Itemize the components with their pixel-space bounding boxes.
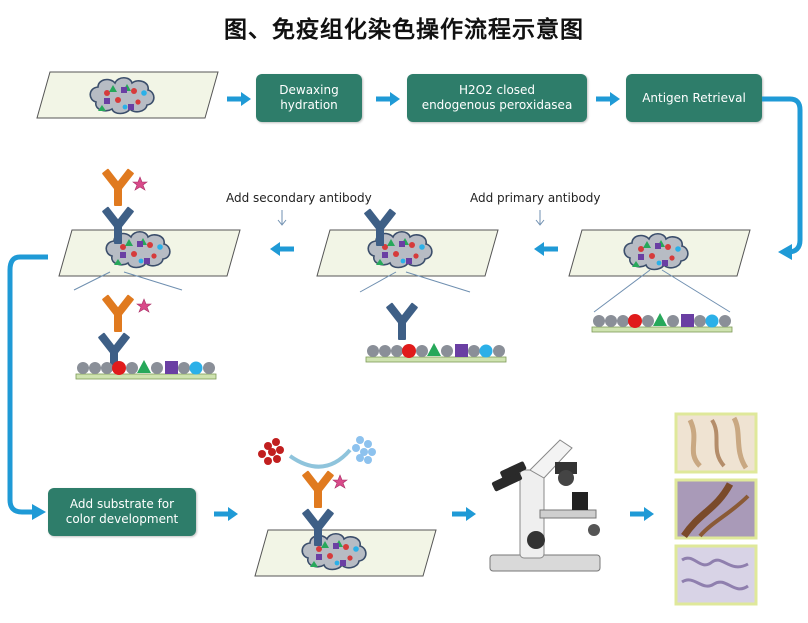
microscope-icon — [489, 439, 601, 572]
tissue-cloud-icon — [301, 532, 367, 571]
arrow-right-icon — [596, 92, 620, 106]
down-arrow-icon — [277, 210, 287, 226]
tissue-slide-antigen — [568, 229, 751, 333]
label-primary-antibody: Add primary antibody — [470, 191, 601, 205]
tissue-slide-1 — [36, 71, 219, 119]
arrow-left-icon — [534, 242, 558, 256]
chromogen-cluster-icon — [258, 438, 284, 465]
step-antigen-label: Antigen Retrieval — [642, 90, 746, 105]
primary-antibody-icon — [385, 302, 419, 340]
result-image-3 — [674, 544, 758, 606]
step-h2o2-line2: endogenous peroxidasea — [421, 98, 573, 112]
step-substrate-line2: color development — [65, 512, 179, 526]
enzyme-star-icon — [136, 298, 152, 313]
step-h2o2-line1: H2O2 closed — [458, 83, 536, 97]
substrate-cluster-icon — [352, 436, 376, 464]
page-title: 图、免疫组化染色操作流程示意图 — [224, 16, 584, 43]
step-dewaxing-line1: Dewaxing — [279, 83, 339, 97]
tissue-cloud-icon — [623, 232, 689, 271]
secondary-antibody-icon — [301, 470, 335, 508]
secondary-antibody-icon — [101, 168, 135, 206]
step-h2o2-box: H2O2 closed endogenous peroxidasea — [407, 74, 587, 122]
antigen-strip — [75, 359, 217, 380]
step-antigen-box: Antigen Retrieval — [626, 74, 762, 122]
arrow-right-icon — [227, 92, 251, 106]
arrow-right-icon — [376, 92, 400, 106]
tissue-cloud-icon — [89, 76, 155, 115]
result-image-1 — [674, 412, 758, 474]
tissue-slide-primary — [316, 208, 507, 363]
label-secondary-antibody: Add secondary antibody — [226, 191, 372, 205]
enzyme-star-icon — [132, 176, 148, 191]
enzyme-star-icon — [332, 474, 348, 489]
result-image-2 — [674, 478, 758, 540]
secondary-antibody-icon — [101, 294, 135, 332]
arrow-right-icon — [214, 507, 238, 521]
reaction-curve — [288, 448, 352, 469]
antigen-strip — [591, 312, 733, 333]
arrow-left-icon — [270, 242, 294, 256]
step-substrate-box: Add substrate for color development — [48, 488, 196, 536]
arrow-head-icon — [778, 244, 792, 260]
connector-curve-right — [762, 96, 803, 255]
step-substrate-line1: Add substrate for — [69, 497, 175, 511]
arrow-right-icon — [630, 507, 654, 521]
arrow-right-icon — [452, 507, 476, 521]
tissue-slide-secondary — [58, 168, 241, 380]
arrow-head-icon — [32, 504, 46, 520]
step-dewaxing-line2: hydration — [280, 98, 338, 112]
down-arrow-icon — [535, 210, 545, 226]
connector-curve-left — [7, 254, 48, 515]
tissue-slide-color — [254, 436, 437, 577]
antigen-strip — [365, 342, 507, 363]
step-dewaxing-box: Dewaxing hydration — [256, 74, 362, 122]
